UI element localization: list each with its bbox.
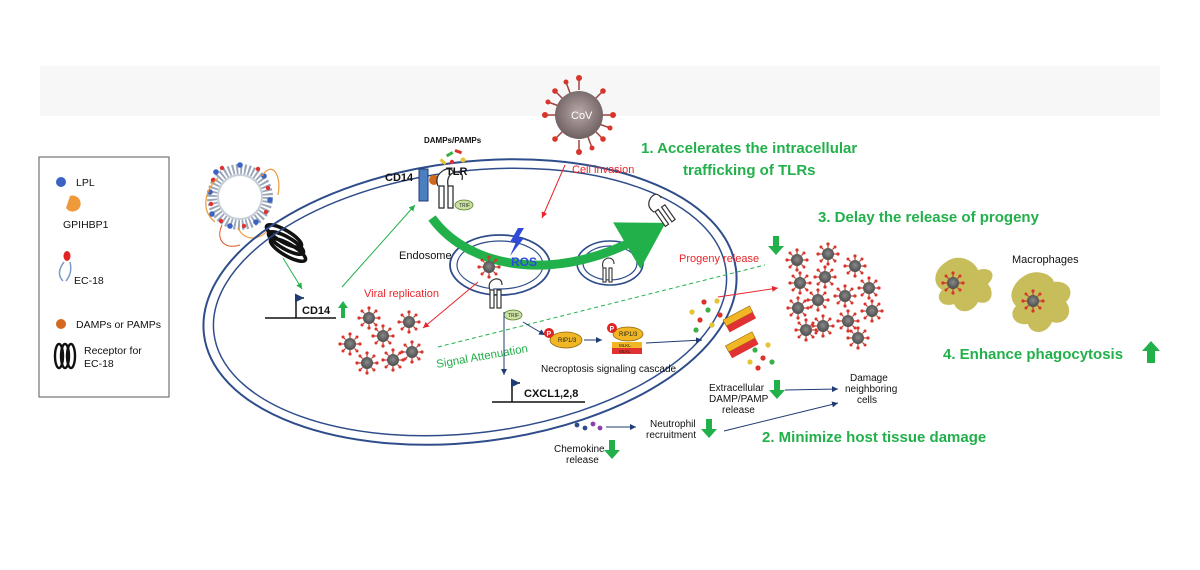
tlr-endosome-receptor (488, 278, 503, 309)
phospho-icon-2 (607, 323, 617, 333)
cd14-to-membrane-arrow (341, 204, 416, 288)
legend-label-gpihbp1: GPIHBP1 (63, 219, 109, 231)
ros-label: ROS (511, 255, 537, 269)
damps-pamps-label: DAMPs/PAMPs (424, 136, 482, 145)
phospho-icon-1 (544, 328, 554, 338)
cell-invasion-arrow (541, 164, 566, 219)
macrophage-1 (935, 257, 993, 312)
tlr-vesicle-top (648, 193, 676, 228)
extracellular-label-1: Extracellular (709, 383, 765, 394)
mlkl-pore-top (722, 305, 757, 333)
legend-label-receptor-2: EC-18 (84, 358, 114, 370)
mlkl-label-a: MLKL (619, 343, 631, 348)
cd14-receptor (418, 168, 429, 202)
ros-lightning-icon (510, 228, 524, 256)
lipoprotein-particle (205, 162, 280, 247)
cd14-promoter-arrow (295, 293, 304, 318)
signal-attenuation-label: Signal Attenuation (435, 343, 528, 371)
ec18-icon (58, 251, 72, 282)
legend-label-ec18: EC-18 (74, 275, 104, 287)
rip13-protein (549, 331, 583, 349)
cxcl-promoter-arrow (511, 378, 520, 402)
neutrophil-label-1: Neutrophil (650, 419, 696, 430)
gpihbp1-icon (66, 195, 81, 212)
signal-attenuation-line (437, 264, 766, 348)
effect-3: 3. Delay the release of progeny (818, 209, 1040, 226)
chemokine-label-1: Chemokine (554, 444, 605, 455)
cd14-gene-label: CD14 (302, 305, 331, 317)
endosome-label: Endosome (399, 250, 452, 262)
chemokine-label-2: release (566, 455, 599, 466)
damp-release-down-arrow-icon (769, 380, 785, 399)
trif-label-2: TRIF (508, 313, 519, 319)
macrophages-label: Macrophages (1012, 254, 1079, 266)
effect-1-line-1: 1. Accelerates the intracellular (641, 140, 857, 157)
replicated-virus-cluster (337, 305, 425, 376)
rip13-label-b: RIP1/3 (619, 332, 638, 338)
tlr-receptor (436, 168, 464, 209)
macrophage-2 (1011, 272, 1071, 332)
mlkl-label-b: MLKL (619, 349, 631, 354)
damage-label-1: Damage (850, 373, 888, 384)
cd14-up-arrow-icon (338, 301, 348, 318)
cell-invasion-label: Cell invasion (572, 164, 634, 176)
effect-4: 4. Enhance phagocytosis (943, 346, 1123, 363)
extracellular-label-3: release (722, 405, 755, 416)
trif-label-1: TRIF (459, 203, 470, 209)
ec18-receptor-coil (264, 222, 308, 264)
tlr-label: TLR (446, 166, 467, 178)
mlkl-pore-bottom (725, 331, 759, 359)
progeny-release-label: Progeny release (679, 253, 759, 265)
lpl-dot-icon (56, 177, 66, 187)
chemokine-dots (574, 421, 603, 431)
tlr-trafficking-arrow (428, 215, 666, 270)
damage-label-2: neighboring (845, 384, 897, 395)
cxcl-label: CXCL1,2,8 (524, 388, 578, 400)
complex-to-pore-arrow (645, 337, 703, 344)
necrosome-complex (612, 326, 644, 354)
trif-to-rip-arrow (522, 321, 546, 336)
tlr-vesicle-bottom (602, 257, 615, 283)
viral-replication-arrow (422, 281, 479, 329)
damage-label-3: cells (857, 395, 877, 406)
legend-label-receptor: Receptor for (84, 345, 142, 357)
phagocytosis-up-arrow-icon (1142, 341, 1160, 363)
cov-virus-icon (542, 75, 616, 155)
legend-label-lpl: LPL (76, 177, 95, 189)
trif-protein-1 (454, 199, 474, 211)
neutrophil-to-damage-arrow (723, 401, 839, 432)
progeny-release-arrow (717, 285, 779, 298)
released-damps (689, 298, 775, 371)
phospho-label-1: P (547, 331, 552, 338)
progeny-virus-cluster (784, 241, 885, 351)
receptor-to-cd14-arrow (282, 257, 303, 290)
phospho-label-2: P (610, 326, 615, 333)
chemokine-down-arrow-icon (604, 440, 620, 459)
viral-replication-label: Viral replication (364, 288, 439, 300)
neutrophil-label-2: recruitment (646, 430, 696, 441)
damps-cluster (439, 149, 466, 166)
effect-1-line-2: trafficking of TLRs (683, 162, 816, 179)
extracellular-label-2: DAMP/PAMP (709, 394, 769, 405)
neutrophil-down-arrow-icon (701, 419, 717, 438)
receptor-coil-icon (53, 342, 77, 370)
cell-inner-membrane (212, 167, 728, 437)
necroptosis-label: Necroptosis signaling cascade (541, 364, 677, 375)
damp-to-damage-arrow (784, 386, 839, 393)
cov-label: CoV (571, 110, 593, 122)
progeny-down-arrow-icon (768, 236, 784, 255)
effect-2: 2. Minimize host tissue damage (762, 429, 986, 446)
legend: LPL GPIHBP1 EC-18 DAMPs or PAMPs Recepto… (38, 156, 170, 398)
rip13-label-a: RIP1/3 (558, 338, 577, 344)
damp-dot-icon (56, 319, 66, 329)
legend-label-damps: DAMPs or PAMPs (76, 319, 161, 331)
cd14-membrane-label: CD14 (385, 172, 414, 184)
